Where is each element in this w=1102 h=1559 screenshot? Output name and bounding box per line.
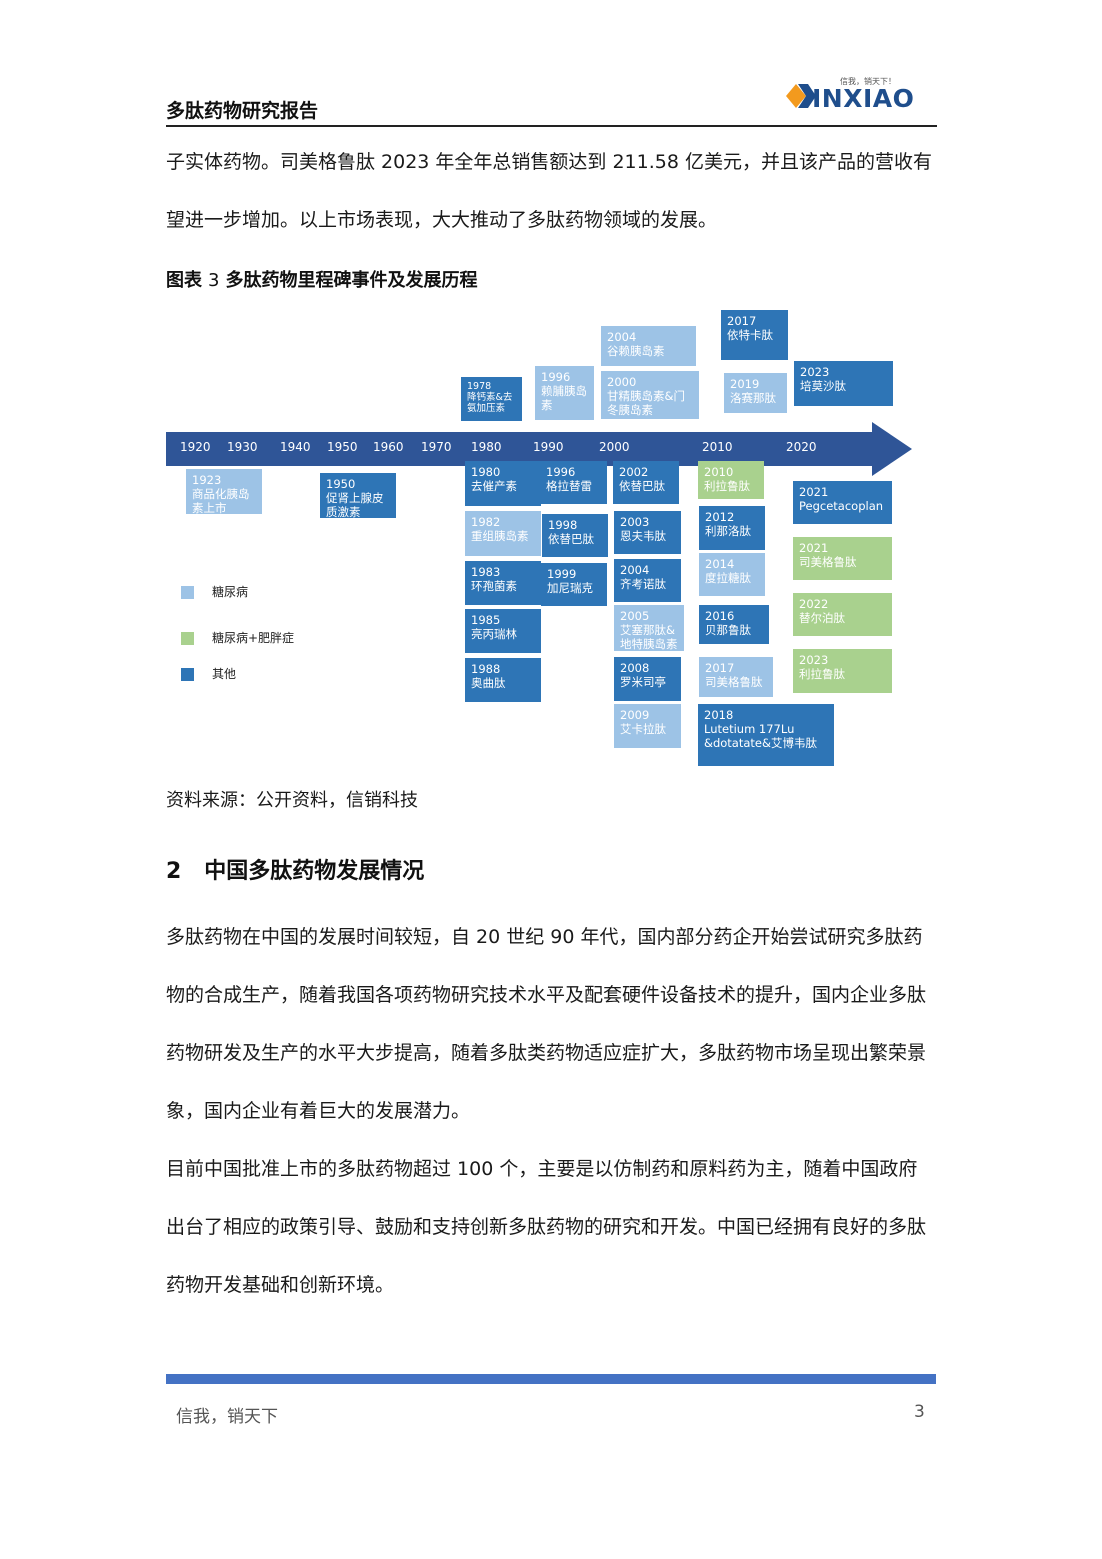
section-heading: 2 中国多肽药物发展情况 (166, 853, 424, 885)
body-line: 物的合成生产，随着我国各项药物研究技术水平及配套硬件设备技术的提升，国内企业多肽 (166, 984, 927, 1006)
year-tick: 1990 (533, 440, 564, 454)
footer-slogan: 信我，销天下 (176, 1407, 278, 1427)
figure-number: 3 (208, 270, 220, 291)
body-paragraph-1: 多肽药物在中国的发展时间较短，自 20 世纪 90 年代，国内部分药企开始尝试研… (166, 908, 941, 1140)
body-line: 药物研发及生产的水平大步提高，随着多肽类药物适应症扩大，多肽药物市场呈现出繁荣景 (166, 1042, 927, 1064)
header-divider (166, 125, 937, 127)
year-tick: 1980 (471, 440, 502, 454)
logo-slogan: 信我，销天下！ (840, 77, 896, 86)
body-line: 多肽药物在中国的发展时间较短，自 20 世纪 90 年代，国内部分药企开始尝试研… (166, 926, 923, 948)
logo-text: INXIAO (812, 84, 915, 113)
year-tick: 2000 (599, 440, 630, 454)
year-tick: 1960 (373, 440, 404, 454)
intro-line: 子实体药物。司美格鲁肽 2023 年全年总销售额达到 211.58 亿美元，并且… (166, 151, 932, 173)
section-number: 2 (166, 859, 182, 884)
year-tick: 2010 (702, 440, 733, 454)
year-tick: 1920 (180, 440, 211, 454)
year-tick: 2020 (786, 440, 817, 454)
section-title: 中国多肽药物发展情况 (204, 859, 425, 884)
legend-item-other: 其他 (181, 665, 236, 682)
year-tick: 1950 (327, 440, 358, 454)
figure-label: 图表 (166, 270, 202, 291)
xinxiao-logo-icon (786, 84, 816, 108)
legend-swatch (181, 632, 194, 645)
legend-item-diabetes: 糖尿病 (181, 583, 248, 600)
intro-paragraph: 子实体药物。司美格鲁肽 2023 年全年总销售额达到 211.58 亿美元，并且… (166, 133, 941, 249)
year-tick: 1930 (227, 440, 258, 454)
body-line: 目前中国批准上市的多肽药物超过 100 个，主要是以仿制药和原料药为主，随着中国… (166, 1158, 918, 1180)
report-title: 多肽药物研究报告 (166, 100, 319, 122)
figure-source: 资料来源：公开资料，信销科技 (166, 790, 418, 811)
footer-bar (166, 1374, 936, 1384)
figure-title: 多肽药物里程碑事件及发展历程 (225, 270, 478, 291)
milestone-timeline: 1920 1930 1940 1950 1960 1970 1980 1990 … (166, 308, 926, 778)
body-paragraph-2: 目前中国批准上市的多肽药物超过 100 个，主要是以仿制药和原料药为主，随着中国… (166, 1140, 941, 1314)
legend-swatch (181, 668, 194, 681)
legend-item-diabetes-obesity: 糖尿病+肥胖症 (181, 629, 294, 646)
body-line: 象，国内企业有着巨大的发展潜力。 (166, 1100, 471, 1122)
body-line: 出台了相应的政策引导、鼓励和支持创新多肽药物的研究和开发。中国已经拥有良好的多肽 (166, 1216, 927, 1238)
body-line: 药物开发基础和创新环境。 (166, 1274, 395, 1296)
year-tick: 1970 (421, 440, 452, 454)
legend-swatch (181, 586, 194, 599)
intro-line: 望进一步增加。以上市场表现，大大推动了多肽药物领域的发展。 (166, 209, 718, 231)
year-tick: 1940 (280, 440, 311, 454)
page-number: 3 (914, 1402, 925, 1422)
